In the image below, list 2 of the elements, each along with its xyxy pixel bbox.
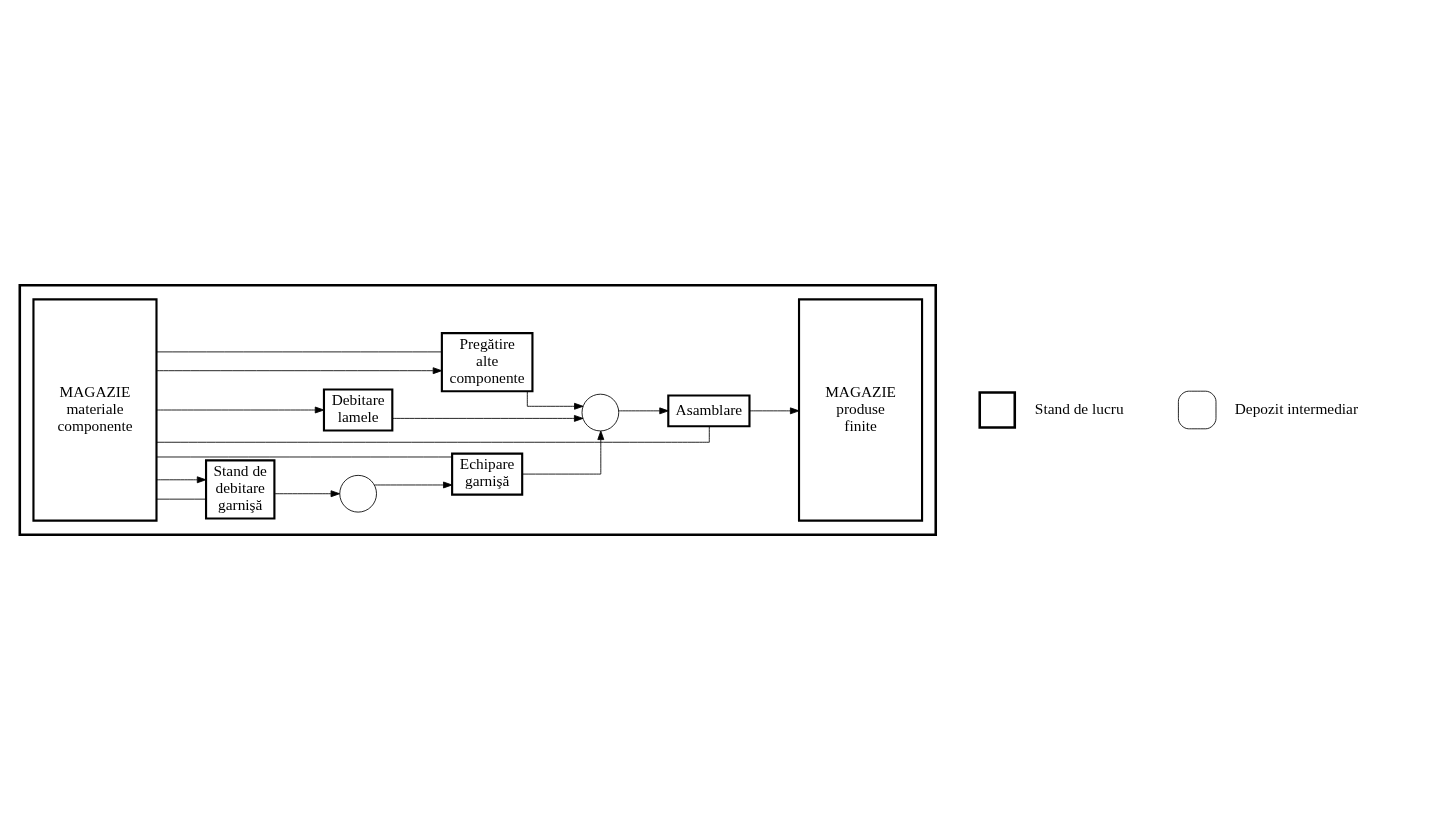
legend-label: Depozit intermediar: [1234, 399, 1359, 417]
legend-label: Stand de lucru: [1034, 399, 1124, 417]
